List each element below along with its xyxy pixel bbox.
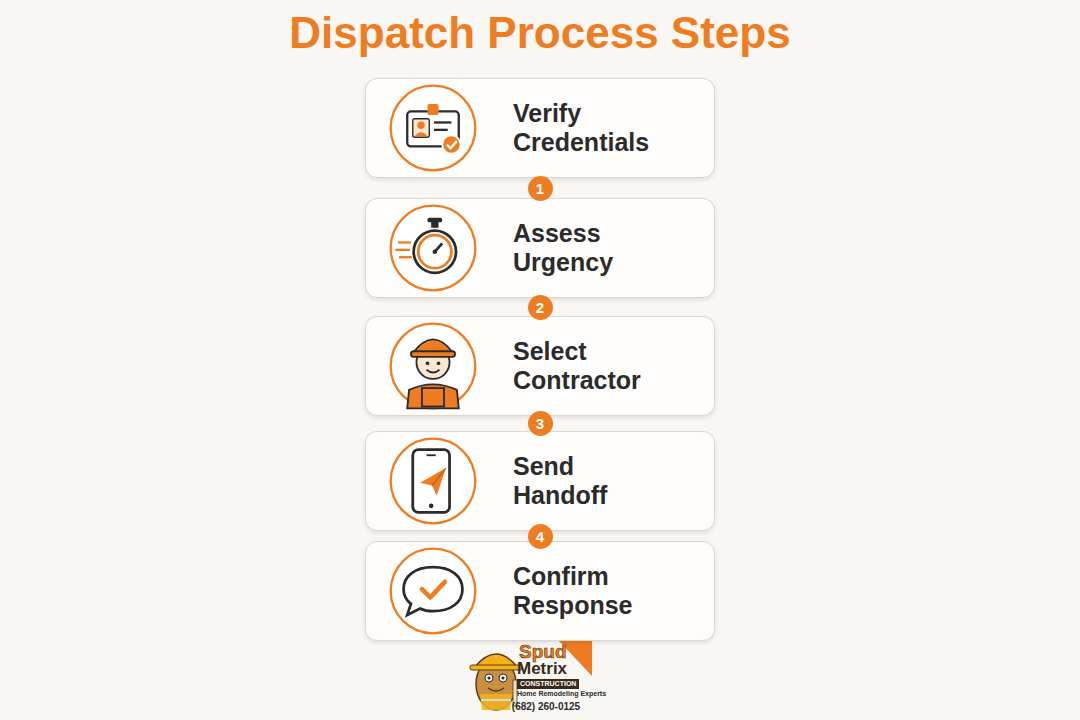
process-box: Verify Credentials <box>365 78 715 178</box>
logo-text: (682) 260-0125 <box>512 701 580 713</box>
step-icon <box>387 435 479 527</box>
step-label: Select Contractor <box>513 337 658 395</box>
logo-mascot <box>470 640 592 710</box>
step-icon <box>387 545 479 637</box>
logo-text: Home Remodeling Experts <box>517 690 606 698</box>
step-icon-art <box>391 323 476 408</box>
process-box: Select Contractor <box>365 316 715 416</box>
step-icon <box>387 202 479 294</box>
step-label: Confirm Response <box>513 562 658 620</box>
logo-text: Metrix <box>517 659 567 679</box>
step-number: 4 <box>528 524 553 549</box>
step-label: Verify Credentials <box>513 99 658 157</box>
step-icon-art <box>391 85 476 170</box>
step-icon <box>387 320 479 412</box>
step-number: 1 <box>528 176 553 201</box>
step-label: Assess Urgency <box>513 219 658 277</box>
step-icon-art <box>391 438 476 523</box>
step-number: 2 <box>528 295 553 320</box>
step-number: 3 <box>528 411 553 436</box>
process-box: Assess Urgency <box>365 198 715 298</box>
step-label: Send Handoff <box>513 452 658 510</box>
step-icon-art <box>391 205 476 290</box>
process-box: Confirm Response <box>365 541 715 641</box>
step-icon <box>387 82 479 174</box>
process-box: Send Handoff <box>365 431 715 531</box>
step-icon-art <box>391 548 476 633</box>
logo-text: CONSTRUCTION <box>517 679 579 689</box>
diagram-title: Dispatch Process Steps <box>0 8 1080 58</box>
